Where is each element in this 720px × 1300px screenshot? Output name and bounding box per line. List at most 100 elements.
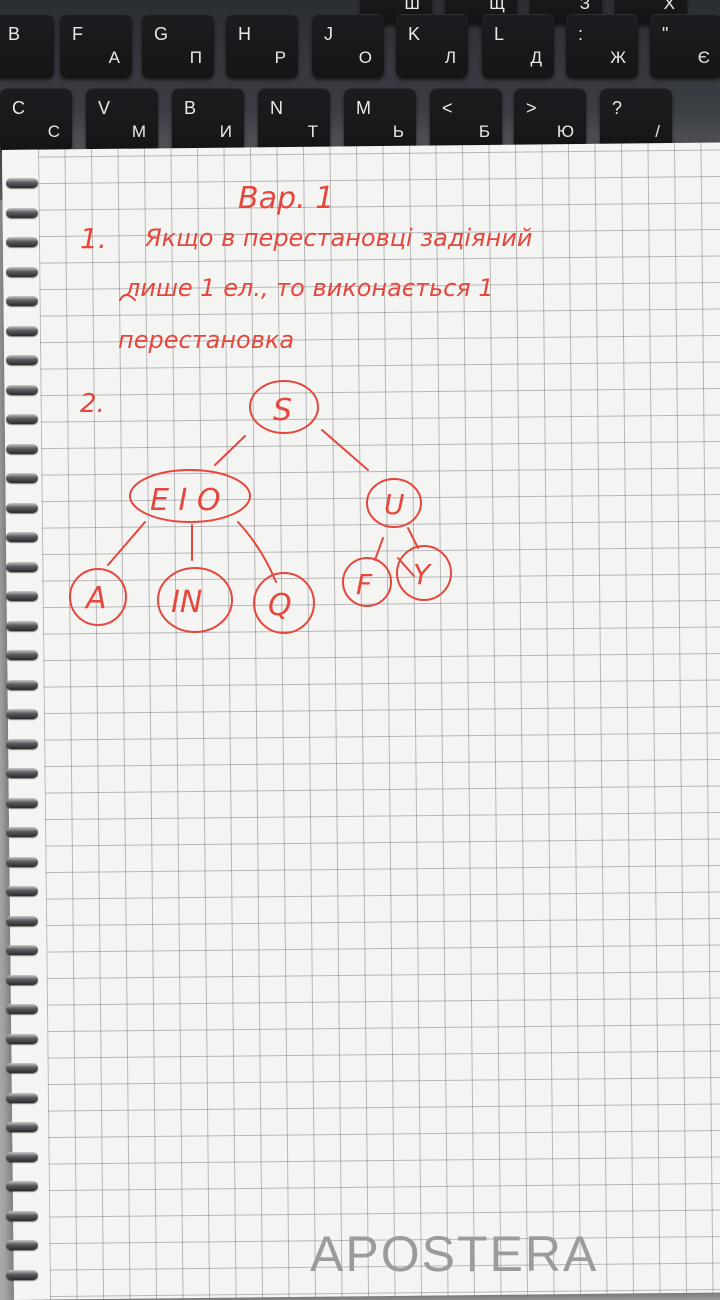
tree-leaf [157,567,233,633]
key-cyrillic-label: Т [307,122,318,141]
key-cyrillic-label: М [131,122,146,141]
key-cyrillic-label: A [108,48,120,67]
key-cyrillic-label: Є [697,48,710,67]
spiral-coil [6,620,38,631]
spiral-coil [6,1151,38,1162]
key-latin-label: B [8,24,21,44]
spiral-coil [6,768,38,778]
heading-text: Вар. 1 [238,181,334,216]
spiral-coil [6,738,38,749]
spiral-coil [6,1033,38,1044]
key-latin-label: B [184,98,197,118]
tree-leaf-label: IN [171,585,202,620]
key-cyrillic-label: Ю [556,122,574,141]
tree-right-label: U [384,488,405,521]
key-cyrillic-label: Р [274,48,286,67]
key-cyrillic-label: П [189,48,202,67]
tree-edge [107,521,146,566]
tree-leaf [342,557,392,607]
spiral-coil [6,886,38,896]
spiral-coil [6,325,38,336]
spiral-coil [6,443,38,454]
key: <Б [430,88,502,152]
spiral-coil [6,473,38,483]
key-latin-label: > [526,98,537,118]
spiral-coil [6,679,38,690]
tree-leaf [253,572,315,634]
key-latin-label: : [578,24,584,44]
key-latin-label: V [98,98,111,118]
spiral-coil [6,207,38,218]
key-latin-label: L [494,24,505,44]
spiral-coil [6,827,38,837]
tree-leaf [69,568,127,626]
tree-node-left [129,469,251,523]
key-cyrillic-label: Ш [404,0,420,13]
task-2-marker: 2. [80,389,105,419]
spiral-coil [6,650,38,660]
tree-root-label: S [273,393,292,428]
key-cyrillic-label: Д [530,48,542,67]
tree-edge [214,435,246,466]
tree-leaf-label: Y [413,558,432,591]
task-1-marker: 1. [80,222,107,255]
key-cyrillic-label: Ж [610,48,626,67]
task-1-line: Якщо в перестановці задіяний [144,224,532,252]
tree-leaf-label: F [356,568,373,601]
tree-edge [374,537,384,561]
spiral-coil [6,266,38,277]
tree-left-label: E I O [150,483,221,518]
spiral-coil [6,974,38,985]
key-cyrillic-label: Щ [489,0,505,13]
task-1-line: лише 1 ел., то виконається 1 [124,274,494,302]
key-cyrillic-label: О [358,48,372,67]
spiral-coil [6,915,38,926]
key: "Є [650,14,720,78]
key-cyrillic-label: Б [478,122,490,141]
key-cyrillic-label: З [579,0,590,13]
key-latin-label: < [442,98,453,118]
spiral-coil [6,296,38,306]
key-latin-label: M [356,98,371,118]
spiral-coil [6,1181,38,1191]
key-latin-label: F [72,24,83,44]
key: :Ж [566,14,638,78]
spiral-coil [6,1269,38,1280]
key-latin-label: G [154,24,169,44]
key-cyrillic-label: С [47,122,60,141]
spiral-binding [0,150,46,1280]
spiral-coil [6,502,38,513]
key-latin-label: ? [612,98,623,118]
ink-stroke [119,294,136,301]
spiral-coil [6,384,38,395]
key-latin-label: K [408,24,421,44]
key-latin-label: C [12,98,25,118]
key-cyrillic-label: И [219,122,232,141]
spiral-coil [6,532,38,542]
tree-leaf [396,545,452,601]
key-latin-label: " [662,24,669,44]
key-latin-label: H [238,24,251,44]
key: B [0,14,54,78]
tree-edge [237,521,277,583]
spiral-coil [6,797,38,808]
spiral-coil [6,945,38,955]
spiral-coil [6,1122,38,1132]
spiral-coil [6,1004,38,1014]
tree-leaf-label: A [84,581,107,616]
tree-leaf-label: Q [268,588,292,623]
tree-edge [321,429,369,471]
key: >Ю [514,88,586,152]
spiral-coil [6,355,38,365]
key-cyrillic-label: / [655,122,660,141]
key-cyrillic-label: Х [663,0,675,13]
spiral-coil [6,1210,38,1221]
spiral-coil [6,237,38,247]
